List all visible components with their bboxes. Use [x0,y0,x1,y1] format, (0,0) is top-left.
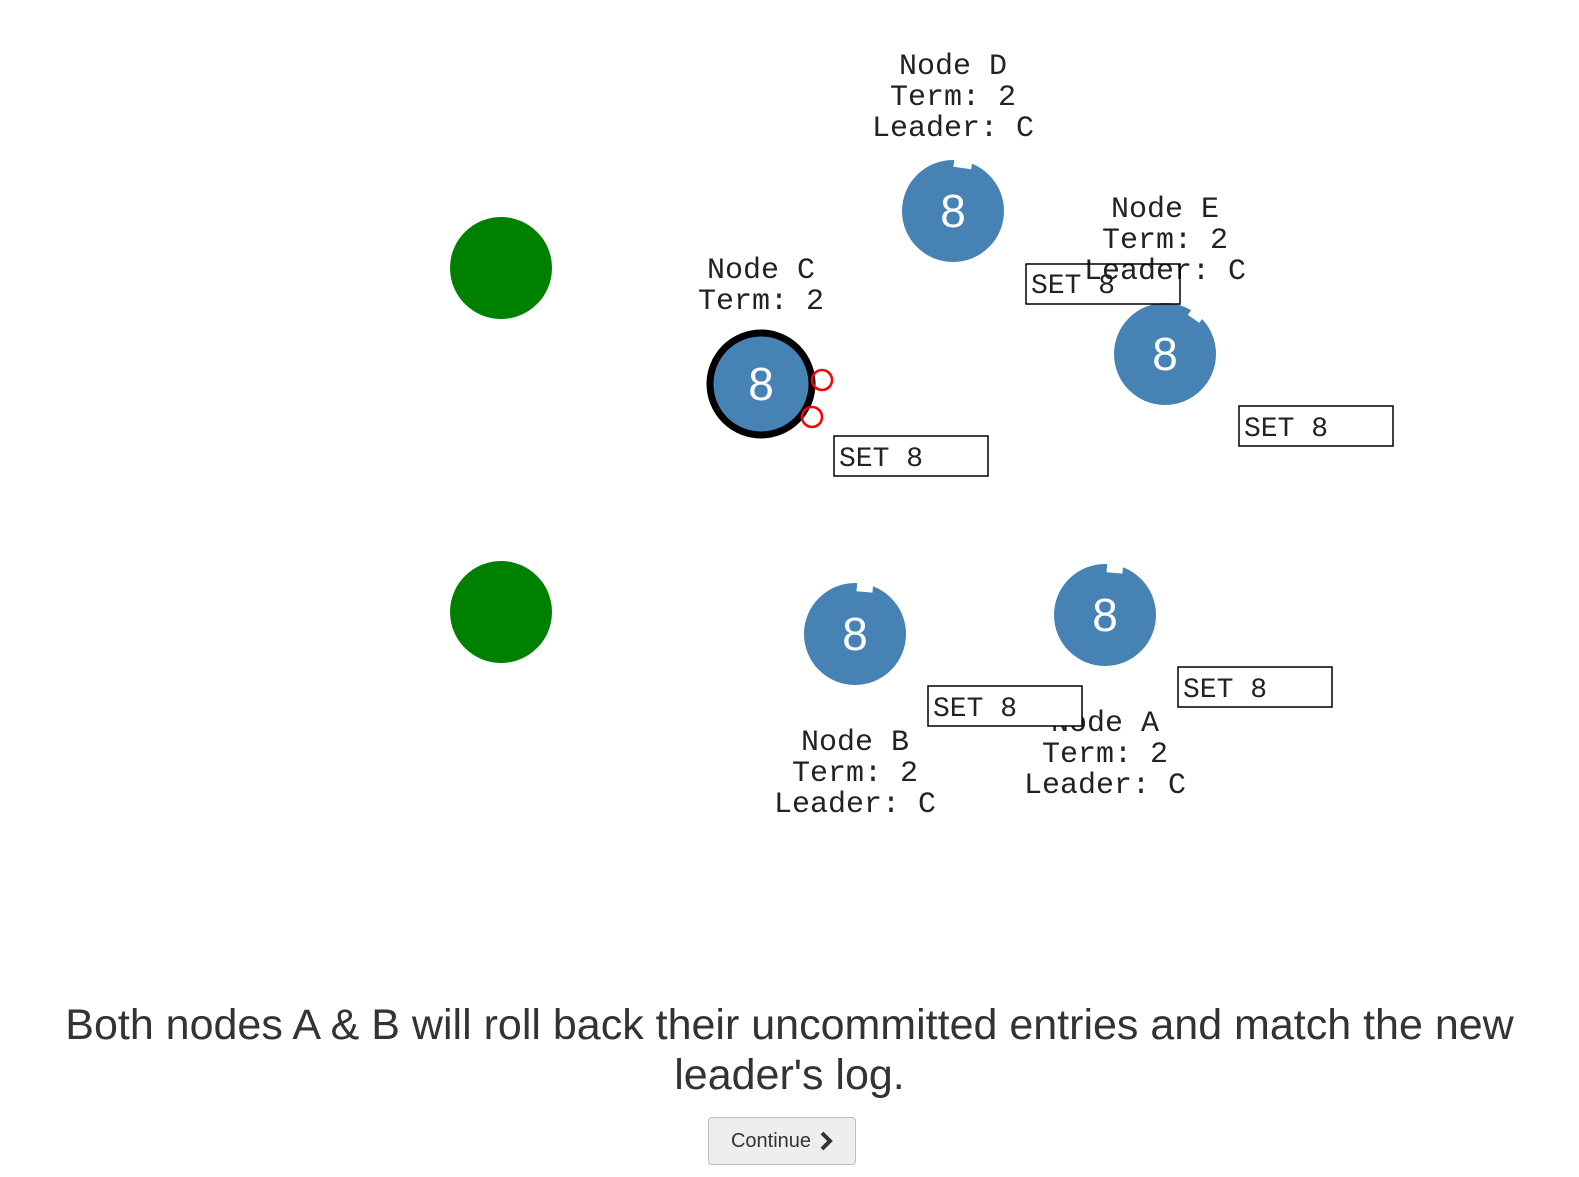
node-c-term: Term: 2 [698,285,824,319]
node-d-log-value: 8 [940,185,966,237]
message-set-8-a: SET 8 [1177,666,1333,708]
node-b-log-value: 8 [842,608,868,660]
chevron-right-icon [820,1131,833,1151]
node-b-term: Term: 2 [792,757,918,791]
vote-marker-1 [810,368,834,392]
node-e-term: Term: 2 [1102,224,1228,258]
continue-button[interactable]: Continue [708,1117,856,1165]
message-set-8-e2: SET 8 [1238,405,1394,447]
message-label: SET 8 [1031,271,1115,302]
node-d-leader: Leader: C [872,112,1034,146]
message-label: SET 8 [839,444,923,475]
message-label: SET 8 [933,694,1017,725]
message-set-8-c: SET 8 [833,435,989,477]
node-a-leader: Leader: C [1024,769,1186,803]
node-d-timer-notch [953,156,973,170]
continue-button-label: Continue [730,1129,812,1152]
node-e-log-value: 8 [1152,328,1178,380]
server-node-c[interactable]: Node C Term: 2 8 [698,254,834,439]
server-node-e[interactable]: Node E Term: 2 Leader: C 8 [1084,193,1246,405]
server-node-a[interactable]: 8 Node A Term: 2 Leader: C [1024,561,1186,803]
node-a-circle [1054,564,1156,666]
node-e-name: Node E [1111,193,1219,227]
node-a-timer-notch [1106,561,1124,574]
node-e-timer-notch [1187,305,1207,323]
message-set-8-b: SET 8 [927,685,1083,727]
client-node-1 [450,217,552,319]
raft-cluster-diagram: Node D Term: 2 Leader: C 8 Node E Term: … [450,50,1394,822]
node-e-leader: Leader: C [1084,255,1246,289]
node-c-name: Node C [707,254,815,288]
node-b-leader: Leader: C [774,788,936,822]
server-node-b[interactable]: 8 Node B Term: 2 Leader: C [774,580,936,822]
node-a-term: Term: 2 [1042,738,1168,772]
step-caption: Both nodes A & B will roll back their un… [65,1001,1514,1099]
node-d-term: Term: 2 [890,81,1016,115]
server-node-d[interactable]: Node D Term: 2 Leader: C 8 [872,50,1034,262]
node-d-name: Node D [899,50,1007,84]
node-d-circle [902,160,1004,262]
message-label: SET 8 [1183,675,1267,706]
node-b-circle [804,583,906,685]
node-b-name: Node B [801,726,909,760]
node-c-log-value: 8 [748,358,774,410]
message-set-8-e: SET 8 [1025,263,1181,305]
node-e-circle [1114,303,1216,405]
node-b-timer-notch [856,580,874,593]
client-node-2 [450,561,552,663]
message-label: SET 8 [1244,414,1328,445]
node-a-log-value: 8 [1092,589,1118,641]
vote-marker-2 [800,405,824,429]
